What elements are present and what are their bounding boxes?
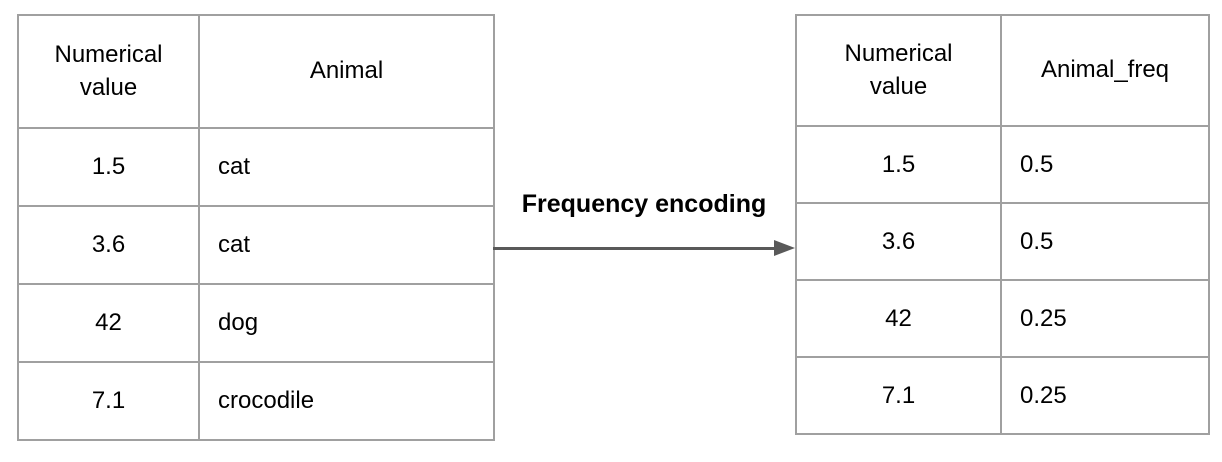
table-cell: 0.5 bbox=[1000, 125, 1210, 204]
arrow-label: Frequency encoding bbox=[521, 190, 767, 218]
table-cell: 7.1 bbox=[17, 361, 200, 441]
table-row: 3.6 0.5 bbox=[795, 202, 1210, 281]
left-table-header-numerical-value: Numerical value bbox=[17, 14, 200, 129]
table-cell: crocodile bbox=[198, 361, 495, 441]
arrow-line bbox=[493, 247, 776, 250]
table-cell: dog bbox=[198, 283, 495, 363]
table-header-row: Numerical value Animal bbox=[17, 14, 495, 129]
table-cell: cat bbox=[198, 205, 495, 285]
table-row: 7.1 0.25 bbox=[795, 356, 1210, 435]
table-cell: 7.1 bbox=[795, 356, 1002, 435]
table-row: 7.1 crocodile bbox=[17, 361, 495, 441]
arrow-right-icon bbox=[774, 240, 795, 256]
table-row: 42 0.25 bbox=[795, 279, 1210, 358]
table-cell: cat bbox=[198, 127, 495, 207]
table-cell: 0.25 bbox=[1000, 356, 1210, 435]
table-cell: 3.6 bbox=[17, 205, 200, 285]
table-row: 42 dog bbox=[17, 283, 495, 363]
table-cell: 42 bbox=[795, 279, 1002, 358]
table-cell: 3.6 bbox=[795, 202, 1002, 281]
right-table-header-numerical-value: Numerical value bbox=[795, 14, 1002, 127]
table-cell: 1.5 bbox=[17, 127, 200, 207]
original-data-table: Numerical value Animal 1.5 cat 3.6 cat 4… bbox=[17, 14, 495, 441]
table-row: 3.6 cat bbox=[17, 205, 495, 285]
left-table-header-animal: Animal bbox=[198, 14, 495, 129]
table-row: 1.5 0.5 bbox=[795, 125, 1210, 204]
table-cell: 42 bbox=[17, 283, 200, 363]
right-table-header-animal-freq: Animal_freq bbox=[1000, 14, 1210, 127]
encoded-data-table: Numerical value Animal_freq 1.5 0.5 3.6 … bbox=[795, 14, 1210, 435]
table-row: 1.5 cat bbox=[17, 127, 495, 207]
table-header-row: Numerical value Animal_freq bbox=[795, 14, 1210, 127]
table-cell: 0.25 bbox=[1000, 279, 1210, 358]
table-cell: 1.5 bbox=[795, 125, 1002, 204]
table-cell: 0.5 bbox=[1000, 202, 1210, 281]
